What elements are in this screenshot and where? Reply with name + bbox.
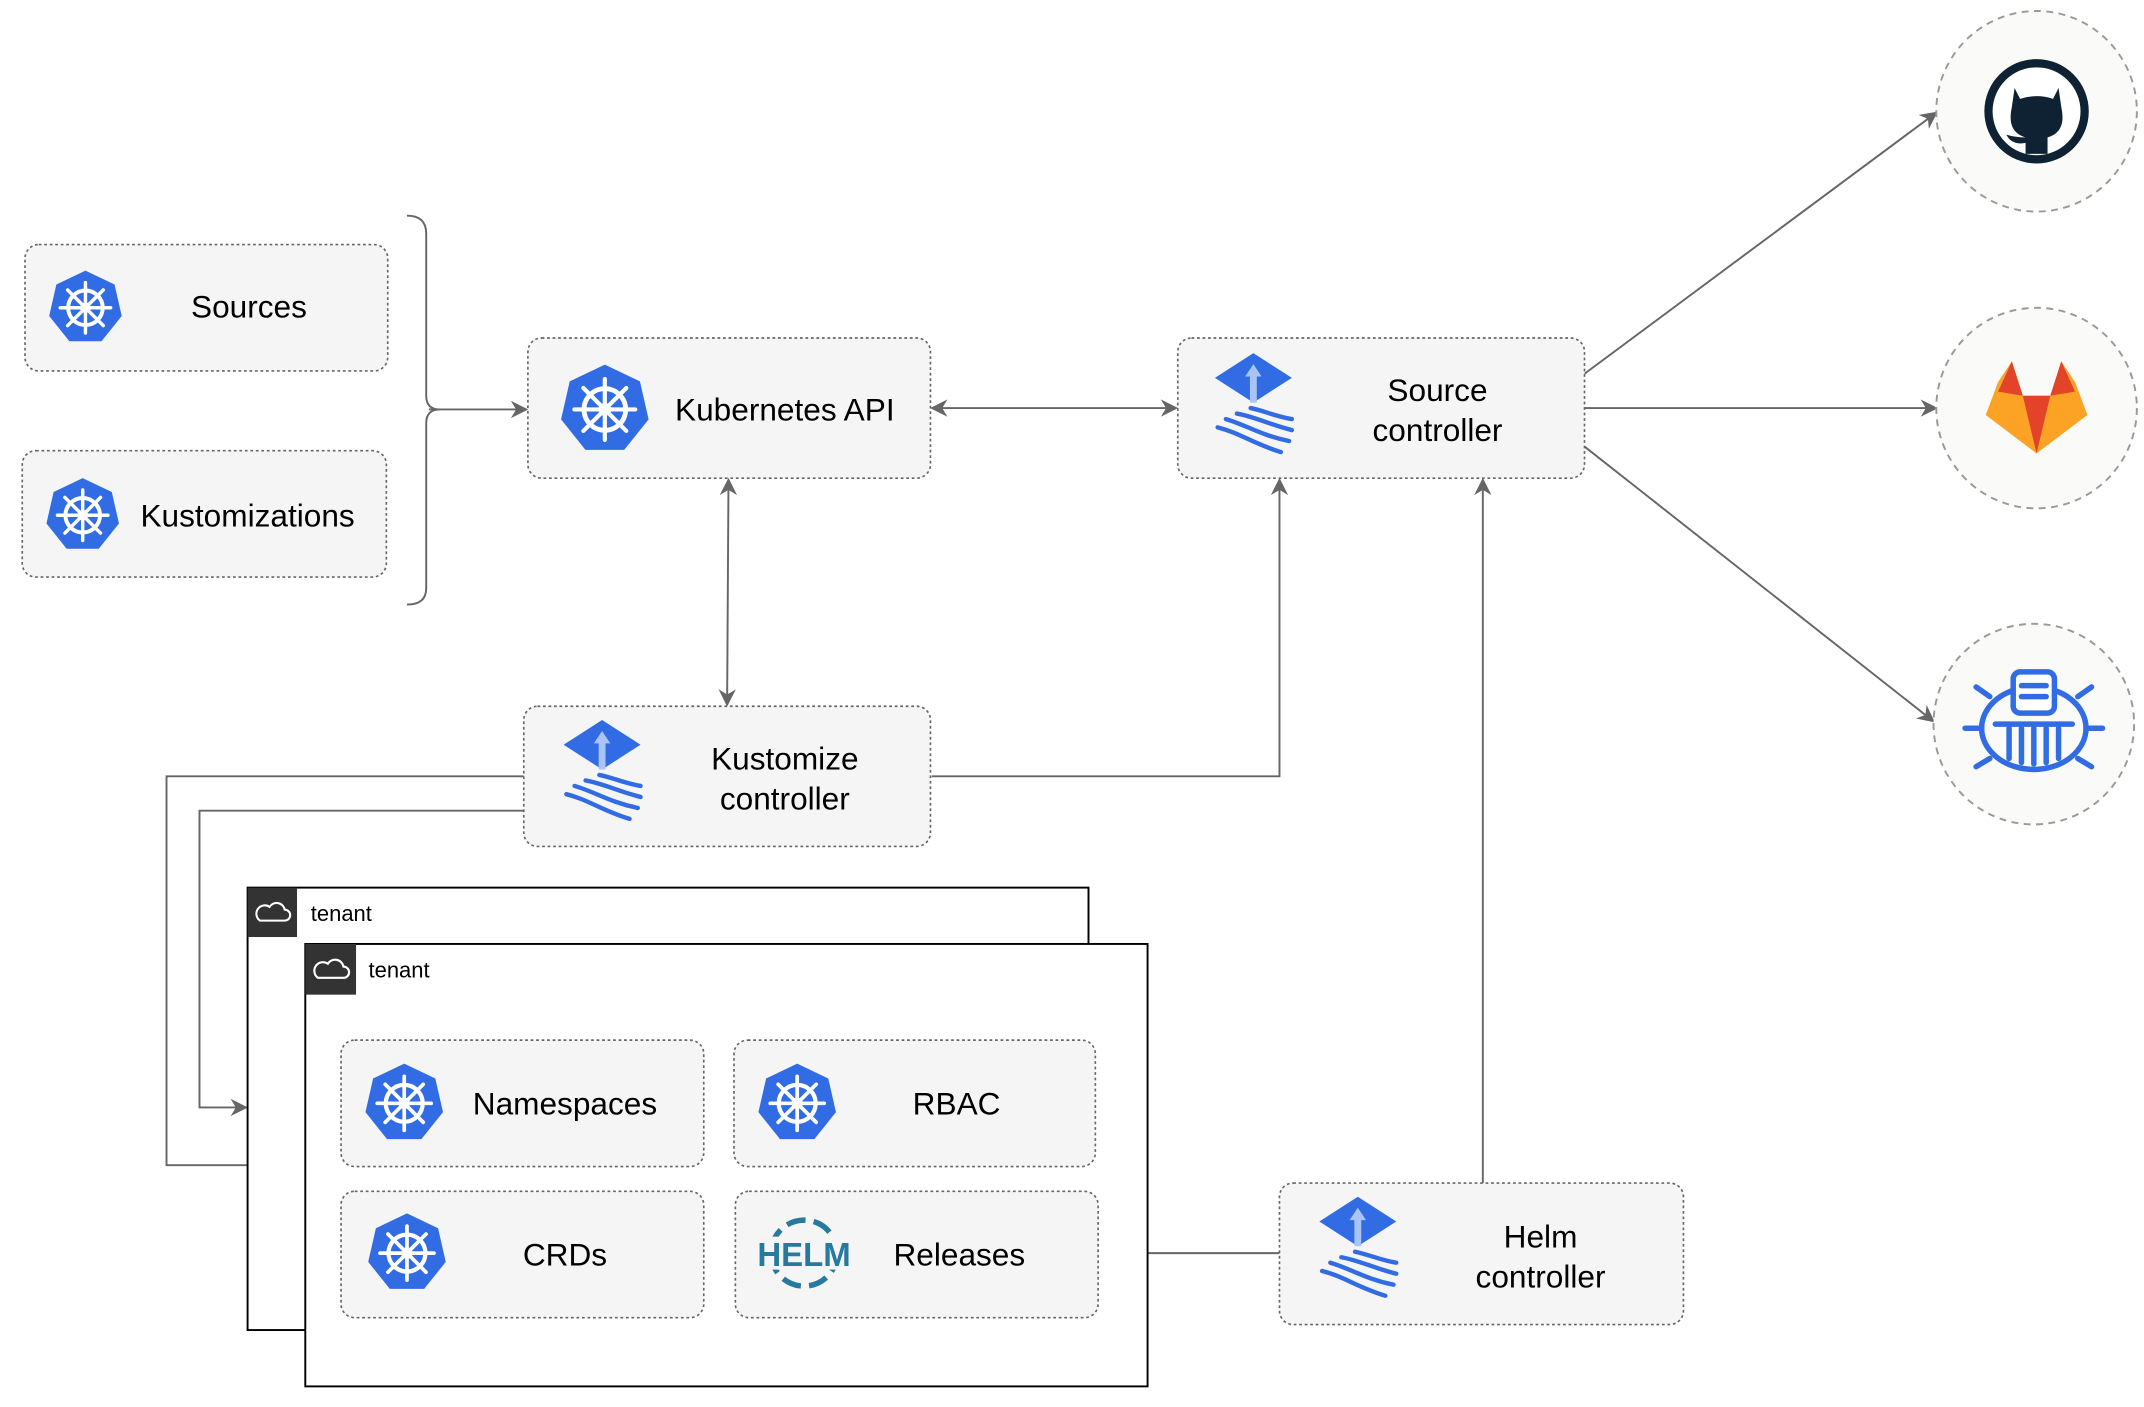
node-sources[interactable]: Sources [24, 243, 389, 372]
external-bucket[interactable] [1932, 622, 2136, 826]
svg-text:Kubernetes API: Kubernetes API [675, 391, 895, 427]
external-github[interactable] [1935, 10, 2138, 213]
svg-text:CRDs: CRDs [523, 1236, 607, 1272]
svg-text:Kustomizations: Kustomizations [140, 497, 354, 533]
svg-text:controller: controller [1373, 412, 1503, 448]
node-rbac[interactable]: RBAC [733, 1039, 1097, 1168]
svg-text:Kustomize: Kustomize [711, 740, 858, 776]
node-kustomizations[interactable]: Kustomizations [21, 449, 388, 578]
svg-text:Releases: Releases [893, 1236, 1025, 1272]
svg-text:RBAC: RBAC [913, 1085, 1001, 1121]
svg-text:Namespaces: Namespaces [473, 1085, 657, 1121]
edge-kustomize-tenant-front [165, 775, 524, 1174]
node-kubernetes-api[interactable]: Kubernetes API [527, 337, 932, 479]
svg-text:tenant: tenant [369, 958, 430, 983]
edge-kustomize-source [931, 477, 1289, 778]
edge-source-bucket [1583, 445, 1935, 723]
svg-text:Source: Source [1387, 372, 1487, 408]
svg-text:controller: controller [720, 780, 850, 816]
node-source-controller[interactable]: Source controller [1176, 337, 1586, 479]
edge-kustomize-tenant-back [198, 809, 524, 1117]
edge-api-kustomize [718, 477, 738, 707]
svg-text:HELM: HELM [757, 1236, 850, 1273]
edges [165, 111, 1938, 1262]
bucket-icon [1962, 669, 2106, 773]
svg-text:Helm: Helm [1504, 1219, 1578, 1255]
helm-icon: HELM [757, 1217, 851, 1289]
node-helm-controller[interactable]: Helm controller [1278, 1182, 1685, 1326]
cloud-icon [247, 887, 298, 938]
gitlab-icon [1985, 361, 2088, 454]
external-gitlab[interactable] [1935, 306, 2138, 510]
node-crds[interactable]: CRDs [340, 1190, 705, 1319]
github-icon [1984, 59, 2089, 164]
node-releases[interactable]: HELM Releases [734, 1190, 1099, 1319]
edge-source-github [1583, 111, 1938, 375]
cloud-icon [305, 943, 357, 995]
node-namespaces[interactable]: Namespaces [340, 1039, 705, 1168]
svg-text:tenant: tenant [311, 901, 372, 926]
node-kustomize-controller[interactable]: Kustomize controller [522, 705, 932, 848]
svg-text:Sources: Sources [191, 288, 307, 324]
svg-text:controller: controller [1476, 1258, 1606, 1294]
